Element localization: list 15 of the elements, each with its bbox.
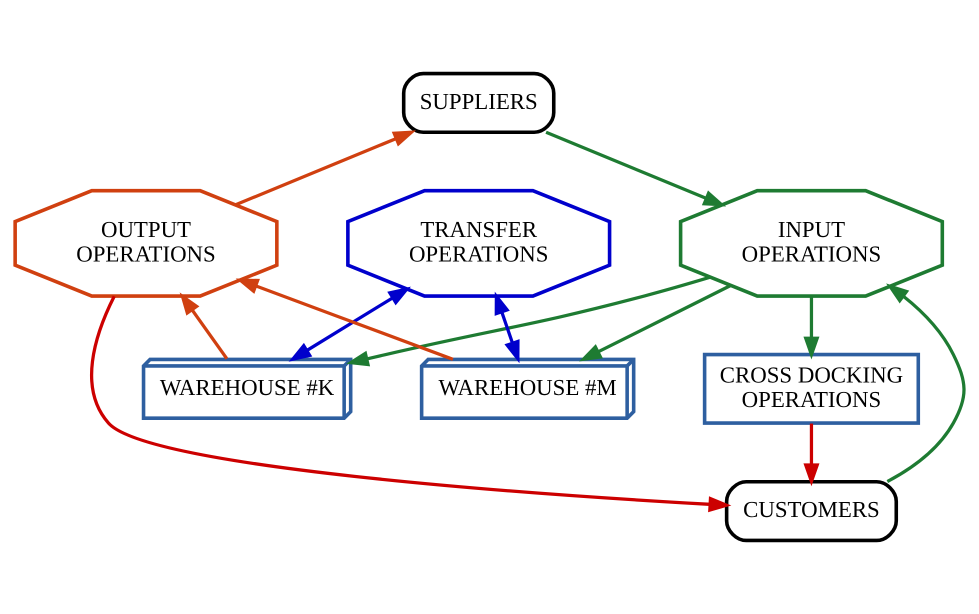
node-box: SUPPLIERS xyxy=(402,72,556,134)
arrow xyxy=(545,130,726,207)
arrow xyxy=(886,283,966,483)
arrow xyxy=(90,296,732,512)
arrow xyxy=(803,424,820,486)
arrow xyxy=(235,130,416,206)
arrow xyxy=(578,284,731,362)
arrow xyxy=(236,278,454,361)
node-box: CUSTOMERS xyxy=(724,480,898,542)
arrow xyxy=(180,292,228,360)
arrow xyxy=(494,292,520,364)
arrow xyxy=(288,286,411,362)
node-box: CROSS DOCKING OPERATIONS xyxy=(702,352,920,425)
arrow xyxy=(346,276,711,366)
arrow xyxy=(803,296,820,360)
